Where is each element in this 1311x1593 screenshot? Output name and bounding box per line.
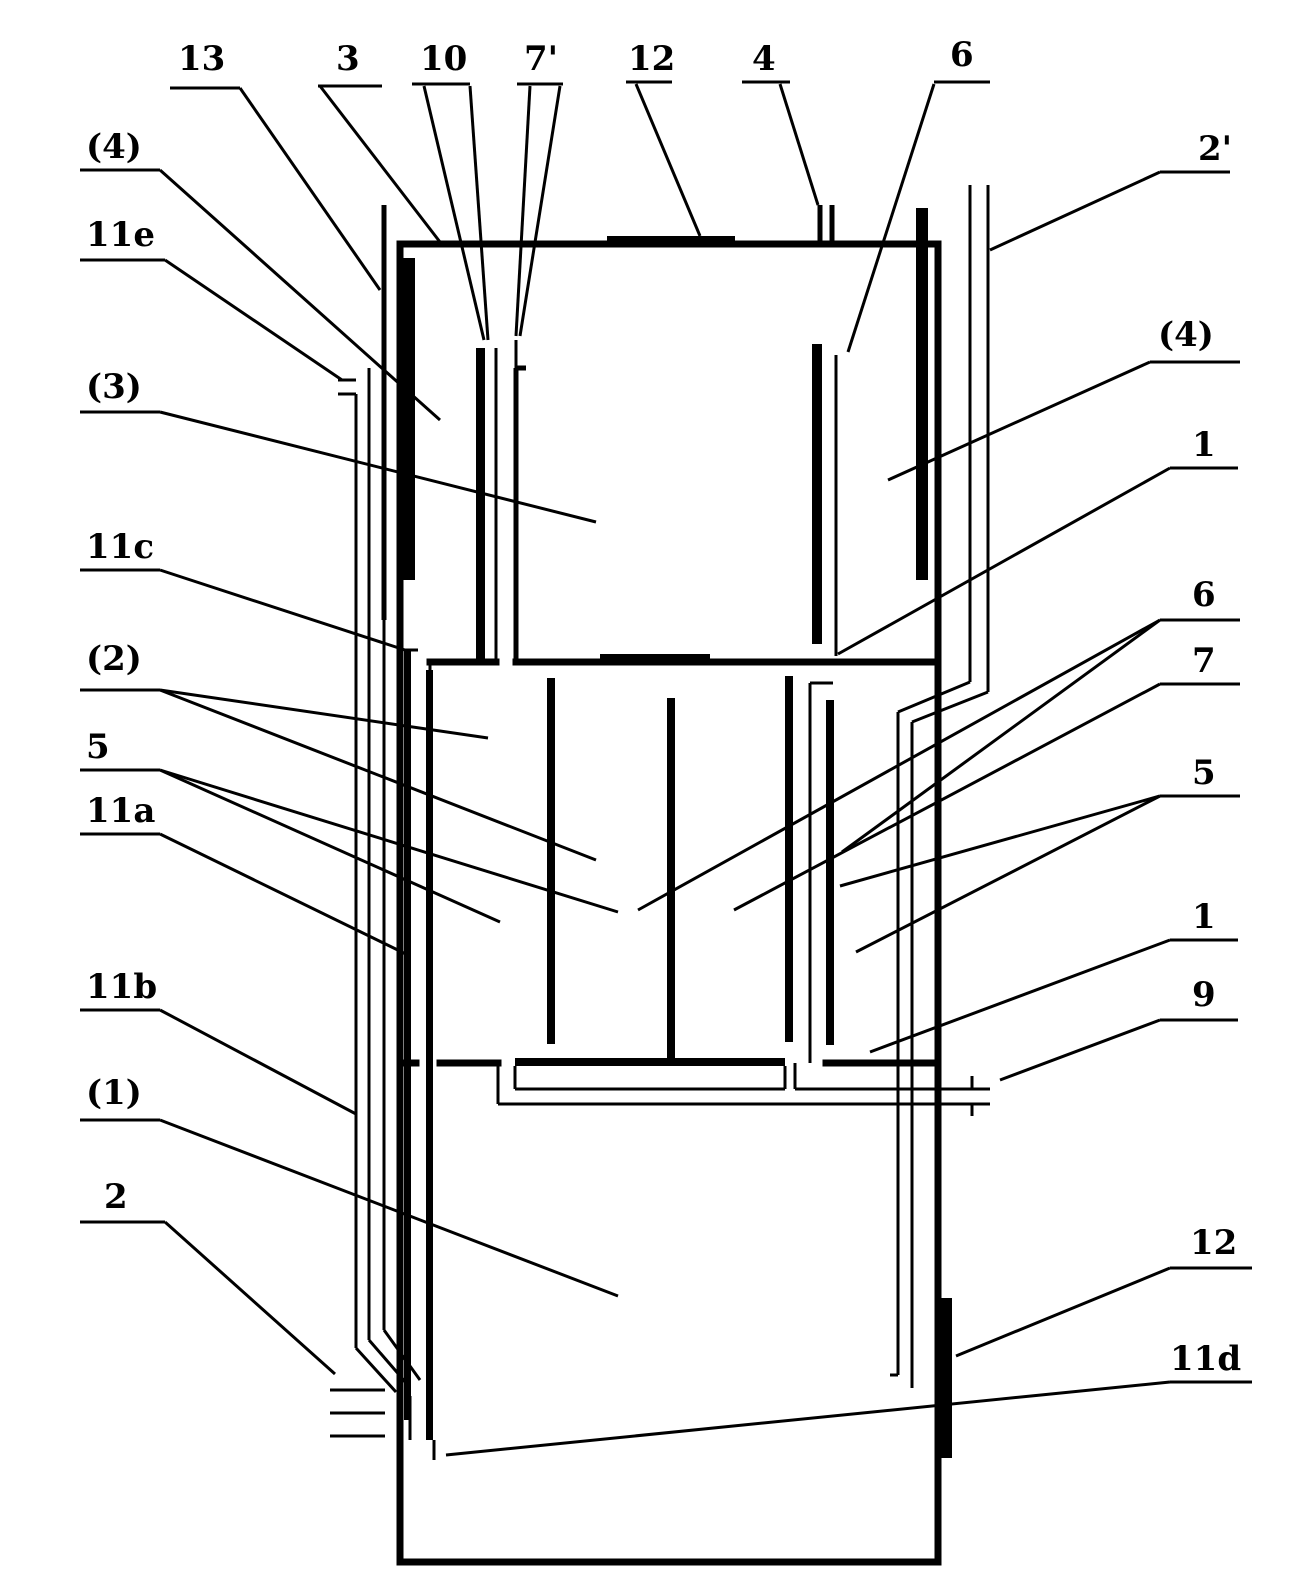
leader-c4right [887,360,1151,482]
label-10: 10 [420,39,467,79]
partition-1-window [600,654,710,662]
label-5-right: 5 [1192,753,1216,793]
label-5-left: 5 [86,727,110,767]
leader-11b [159,1008,357,1116]
leader-2p [989,170,1161,252]
left-tubing [330,368,436,1460]
electrode-10 [476,348,485,662]
tube-bend-1 [354,1346,398,1394]
leader-5left-b [159,768,619,914]
upper-chamber [381,205,942,666]
leader-6mid-b [841,618,1161,854]
tube-bend-3 [382,1329,422,1381]
leader-c4left [159,168,441,422]
label-1-bottom: 1 [1192,897,1216,937]
leader-c2a [159,688,489,740]
leader-6top [846,83,936,353]
leader-5right-b [839,794,1161,888]
electrode-7 [826,700,834,1045]
electrode-middle-2 [667,698,675,1064]
label-2prime: 2' [1198,129,1232,169]
heater-right [916,208,928,580]
leader-7p-b [518,85,562,337]
leader-12bot [955,1266,1171,1358]
tube-bend-2 [367,1339,410,1386]
leader-4 [778,83,820,206]
label-1-top: 1 [1192,425,1216,465]
vessel-outline [396,205,952,1566]
leader-c1 [159,1118,619,1298]
label-2-chamber: (2) [86,639,142,679]
label-11e: 11e [86,215,155,255]
leader-11d [445,1380,1171,1457]
label-6-mid: 6 [1192,575,1216,615]
leader-5right-a [855,794,1161,954]
leader-9 [999,1018,1161,1082]
leader-10b [468,85,490,341]
leader-11c [159,568,406,652]
label-13: 13 [178,39,225,79]
tube-11c-inner [404,650,411,1420]
label-4-left: (4) [86,127,142,167]
tube-2prime-bend-a [897,680,971,714]
leader-c3 [159,410,597,524]
label-4-right: (4) [1158,315,1214,355]
side-window-12 [938,1298,952,1458]
label-3: 3 [336,39,360,79]
labels: 13 3 10 7' 12 4 6 2' (4) 11e (3) (4) 1 1… [86,35,1241,1379]
middle-chamber [396,676,990,1116]
label-7: 7 [1192,641,1216,681]
leader-7 [733,682,1161,912]
top-window-12 [607,236,735,245]
label-9: 9 [1192,975,1216,1015]
label-6-top: 6 [950,35,974,75]
leader-lines [80,80,1252,1457]
heater-13-left [403,258,415,580]
leader-13 [238,87,382,291]
leader-6mid-a [637,618,1161,912]
leader-c2b [159,688,597,862]
label-2: 2 [104,1177,128,1217]
electrode-6-upper [812,344,822,644]
label-4: 4 [752,39,776,79]
leader-11a [159,832,409,957]
label-3-chamber: (3) [86,367,142,407]
label-11a: 11a [86,791,155,831]
electrode-middle-1 [547,678,555,1044]
leader-3 [318,85,442,243]
label-11b: 11b [86,967,157,1007]
label-12-top: 12 [628,39,675,79]
partition-1-lower-plate [515,1058,785,1066]
label-7prime: 7' [524,39,558,79]
leader-12 [634,83,702,237]
label-12-bottom: 12 [1190,1223,1237,1263]
leader-2 [164,1220,336,1376]
electrode-middle-3 [785,676,793,1042]
leader-7p-a [514,85,532,337]
label-1-chamber: (1) [86,1073,142,1113]
leader-10a [422,85,486,341]
label-11d: 11d [1170,1339,1241,1379]
leader-1bot [869,938,1171,1054]
leader-5left-a [159,768,501,924]
tube-2prime-bend-b [911,690,989,724]
leader-1top [837,466,1171,656]
leader-11e [164,258,343,382]
label-11c: 11c [86,527,154,567]
